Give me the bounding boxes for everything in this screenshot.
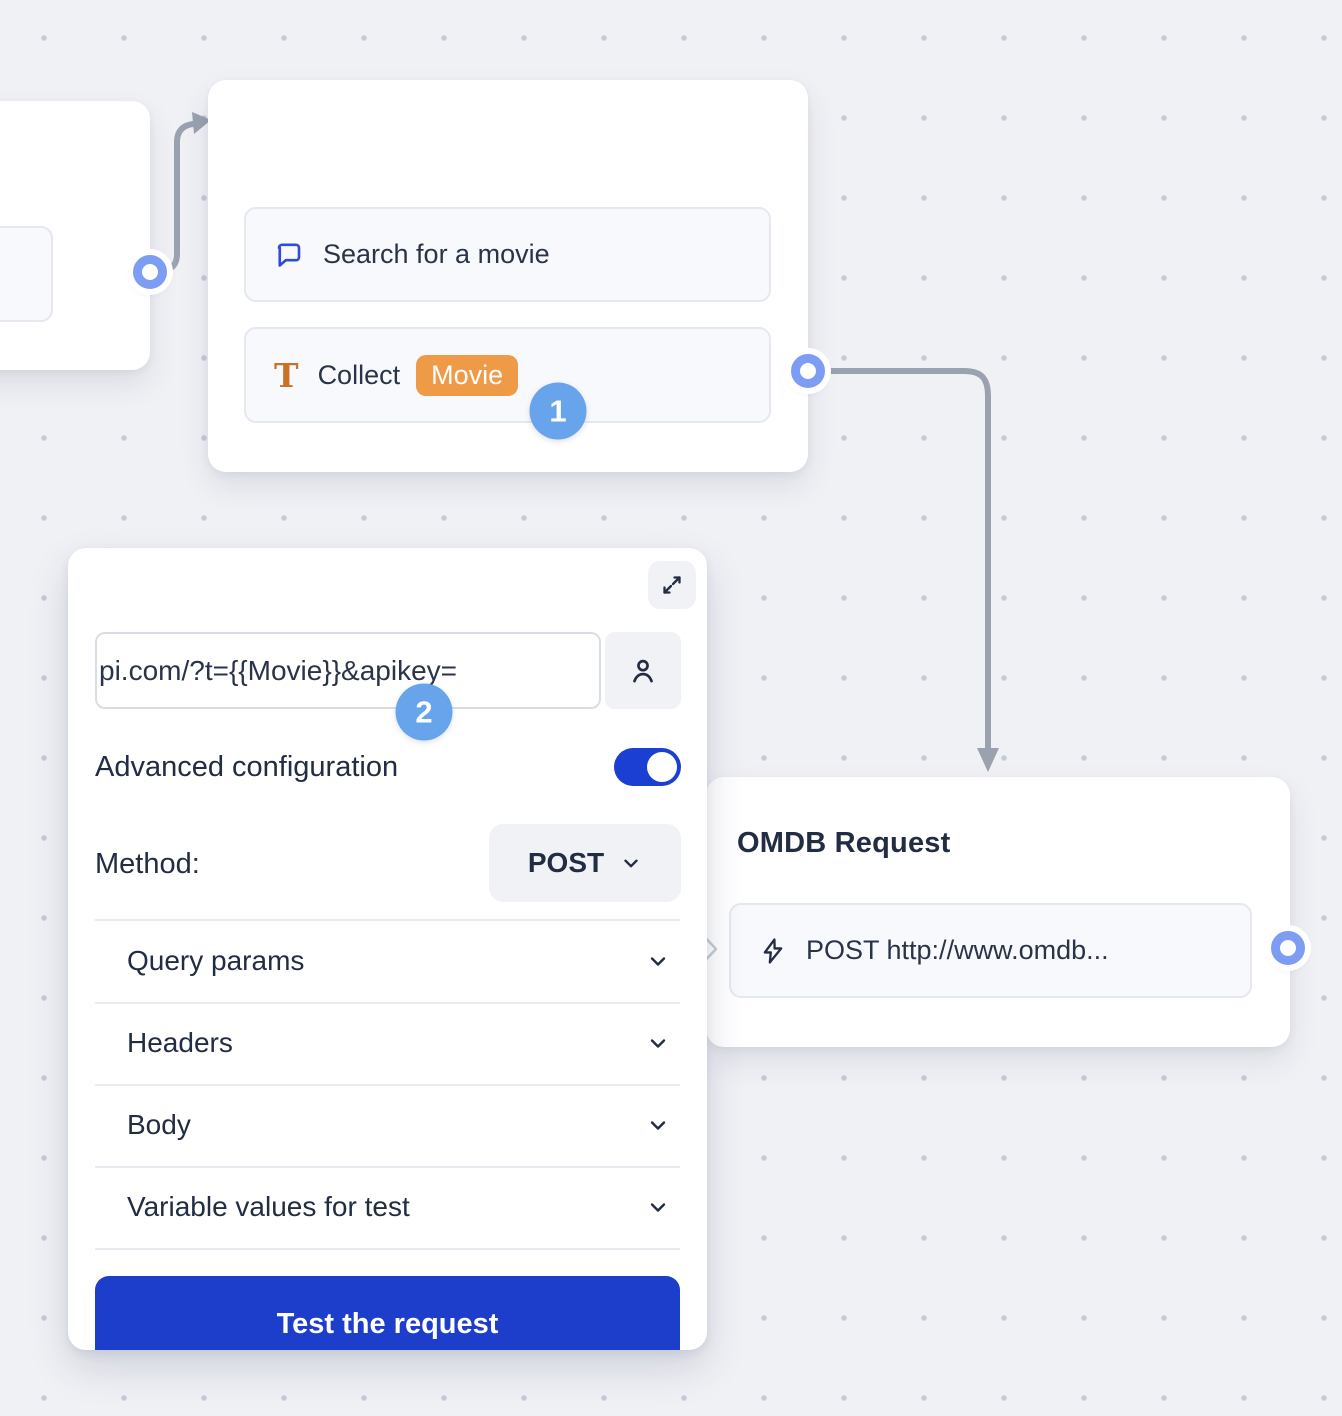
divider bbox=[95, 1002, 680, 1004]
node-title: OMDB Request bbox=[737, 827, 951, 859]
chevron-down-icon bbox=[650, 1039, 666, 1048]
section-query-params[interactable]: Query params bbox=[95, 921, 680, 1001]
variable-chip[interactable]: Movie bbox=[416, 354, 519, 396]
output-port-omdb-request[interactable] bbox=[1271, 931, 1305, 965]
section-variable-values[interactable]: Variable values for test bbox=[95, 1167, 680, 1247]
node-omdb-request[interactable]: OMDB Request POST http://www.omdb... bbox=[706, 777, 1290, 1047]
divider bbox=[95, 1248, 680, 1250]
webhook-item[interactable]: POST http://www.omdb... bbox=[729, 903, 1252, 998]
chevron-down-icon bbox=[650, 1121, 666, 1130]
chevron-down-icon bbox=[624, 859, 638, 868]
test-request-button[interactable]: Test the request bbox=[95, 1276, 680, 1350]
section-label: Headers bbox=[127, 1027, 233, 1058]
user-icon bbox=[633, 659, 653, 682]
section-label: Query params bbox=[127, 945, 305, 976]
webhook-config-panel[interactable]: pi.com/?t={{Movie}}&apikey= Advanced con… bbox=[68, 548, 707, 1350]
section-body[interactable]: Body bbox=[95, 1085, 680, 1165]
section-label: Body bbox=[127, 1109, 191, 1140]
expand-icon bbox=[663, 576, 681, 594]
partial-node-left[interactable] bbox=[0, 101, 150, 370]
wire-arrowhead-right bbox=[192, 112, 211, 134]
collect-item-label: Collect bbox=[317, 359, 401, 390]
url-input-value: pi.com/?t={{Movie}}&apikey= bbox=[99, 654, 458, 686]
lightning-icon bbox=[763, 937, 783, 964]
output-port-movie-search[interactable] bbox=[791, 354, 825, 388]
wire-movie-to-omdb bbox=[819, 368, 991, 753]
message-item-label: Search for a movie bbox=[323, 239, 550, 269]
advanced-config-toggle[interactable] bbox=[614, 748, 681, 786]
section-headers[interactable]: Headers bbox=[95, 1003, 680, 1083]
expand-button[interactable] bbox=[648, 561, 696, 609]
chat-bubble-icon bbox=[277, 242, 301, 267]
node-movie-search[interactable]: Movie search Search for a movie T Collec… bbox=[208, 80, 808, 472]
divider bbox=[95, 919, 680, 921]
collect-item[interactable]: T Collect Movie bbox=[244, 327, 771, 423]
partial-node-item[interactable] bbox=[0, 226, 53, 322]
wire-arrowhead-down bbox=[977, 748, 999, 772]
chevron-down-icon bbox=[650, 1203, 666, 1212]
divider bbox=[95, 1166, 680, 1168]
message-item[interactable]: Search for a movie bbox=[244, 207, 771, 302]
webhook-item-label: POST http://www.omdb... bbox=[806, 935, 1109, 965]
output-port-left-node[interactable] bbox=[133, 255, 167, 289]
section-label: Variable values for test bbox=[127, 1191, 410, 1222]
method-value: POST bbox=[527, 847, 605, 878]
toggle-knob bbox=[647, 752, 677, 782]
step-badge-1: 1 bbox=[529, 382, 587, 440]
url-input[interactable]: pi.com/?t={{Movie}}&apikey= bbox=[95, 632, 601, 709]
step-badge-2: 2 bbox=[395, 683, 453, 741]
user-variable-button[interactable] bbox=[605, 632, 681, 709]
method-dropdown[interactable]: POST bbox=[489, 824, 681, 902]
wire-left-to-movie bbox=[157, 121, 196, 274]
text-icon: T bbox=[274, 355, 299, 395]
divider bbox=[95, 1084, 680, 1086]
advanced-config-label: Advanced configuration bbox=[95, 751, 399, 783]
chevron-down-icon bbox=[650, 957, 666, 966]
method-label: Method: bbox=[95, 848, 200, 880]
